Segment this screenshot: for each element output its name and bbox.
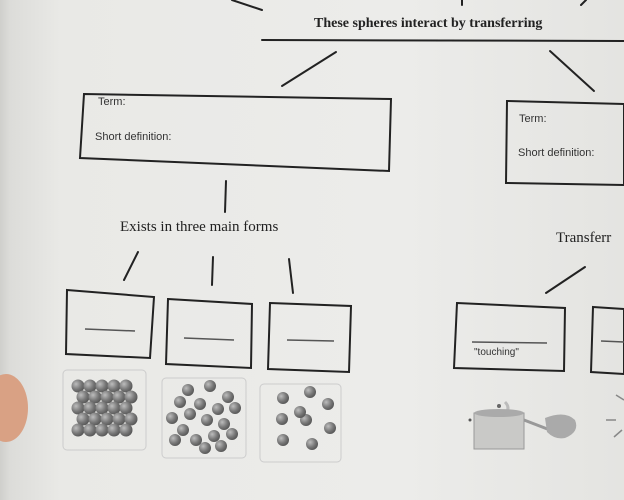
gas-particle <box>304 386 316 398</box>
liquid-particle <box>169 434 181 446</box>
liquid-particle <box>212 403 224 415</box>
connector-line <box>211 256 214 286</box>
left-term-label: Term: <box>98 96 126 108</box>
gas-particle <box>306 438 318 450</box>
solid-image-frame <box>62 369 147 451</box>
solid-particle <box>119 379 133 393</box>
connector-line <box>281 51 337 87</box>
liquid-particle <box>204 380 216 392</box>
solid-particle <box>76 412 90 426</box>
gas-particle <box>276 413 288 425</box>
liquid-form-box <box>164 297 254 370</box>
pot-on-stove-hand-icon <box>468 400 577 450</box>
solid-particle <box>95 379 109 393</box>
liquid-particle <box>174 396 186 408</box>
solid-particle <box>124 412 138 426</box>
solid-particle <box>71 401 85 415</box>
liquid-particle <box>226 428 238 440</box>
answer-blank <box>600 340 624 343</box>
connector-line <box>288 258 294 294</box>
solid-particle <box>107 423 121 437</box>
solid-particle <box>100 390 114 404</box>
solid-particle <box>71 423 85 437</box>
touching-label: "touching" <box>474 347 519 358</box>
connector-line <box>224 180 227 213</box>
right-term-label: Term: <box>519 113 547 125</box>
solid-particle <box>76 390 90 404</box>
gas-image-frame <box>259 383 342 463</box>
liquid-particle <box>229 402 241 414</box>
solid-particle <box>119 401 133 415</box>
finger <box>0 374 28 442</box>
liquid-particle <box>201 414 213 426</box>
conduction-box <box>452 301 567 373</box>
solid-particle <box>71 379 85 393</box>
answer-blank <box>84 328 136 332</box>
gas-particle <box>294 406 306 418</box>
liquid-image-frame <box>161 377 247 459</box>
liquid-particle <box>215 440 227 452</box>
answer-blank <box>286 339 335 342</box>
liquid-particle <box>177 424 189 436</box>
heading-underline <box>261 39 624 42</box>
connector-line <box>580 0 587 6</box>
right-definition-label: Short definition: <box>518 147 595 159</box>
solid-particle <box>95 401 109 415</box>
left-definition-label: Short definition: <box>95 131 172 143</box>
heading: These spheres interact by transferring <box>314 16 543 31</box>
gas-form-box <box>266 301 353 374</box>
liquid-particle <box>166 412 178 424</box>
liquid-particle <box>194 398 206 410</box>
liquid-particle <box>222 391 234 403</box>
gas-particle <box>322 398 334 410</box>
liquid-particle <box>190 434 202 446</box>
solid-particle <box>107 379 121 393</box>
solid-particle <box>95 423 109 437</box>
particle-spheres <box>71 379 336 454</box>
right-term-box <box>504 99 624 187</box>
gas-particle <box>277 392 289 404</box>
solid-particle <box>83 379 97 393</box>
liquid-particle <box>184 408 196 420</box>
connector-line <box>549 50 595 92</box>
radiation-rays-icon <box>606 394 624 438</box>
left-term-box <box>78 92 393 173</box>
solid-particle <box>100 412 114 426</box>
solid-particle <box>83 423 97 437</box>
liquid-particle <box>218 418 230 430</box>
liquid-particle <box>208 430 220 442</box>
solid-particle <box>88 412 102 426</box>
solid-form-box <box>64 288 156 360</box>
solid-particle <box>119 423 133 437</box>
forms-caption: Exists in three main forms <box>120 219 279 235</box>
solid-particle <box>124 390 138 404</box>
liquid-particle <box>182 384 194 396</box>
connector-line <box>545 266 586 294</box>
connector-line <box>231 0 263 11</box>
answer-blank <box>183 337 235 341</box>
solid-particle <box>112 390 126 404</box>
solid-particle <box>112 412 126 426</box>
gas-particle <box>277 434 289 446</box>
connector-line <box>123 251 139 281</box>
solid-particle <box>88 390 102 404</box>
gas-particle <box>324 422 336 434</box>
answer-blank <box>471 341 548 344</box>
solid-particle <box>107 401 121 415</box>
transfer-caption: Transferr <box>556 230 612 246</box>
solid-particle <box>83 401 97 415</box>
liquid-particle <box>199 442 211 454</box>
next-box <box>589 305 624 376</box>
